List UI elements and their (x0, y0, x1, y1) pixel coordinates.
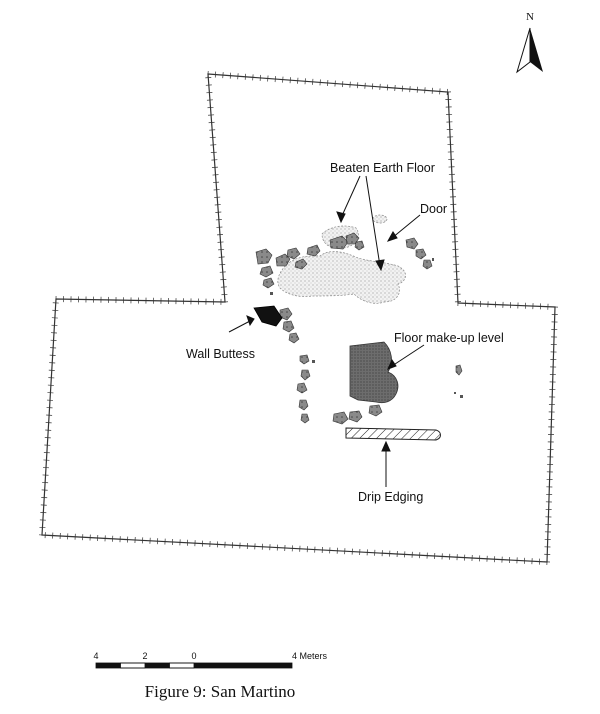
scale-tick-4-meters: 4 Meters (292, 651, 328, 661)
small-floor-patch (372, 214, 388, 224)
scale-tick-2: 2 (142, 651, 147, 661)
north-label: N (526, 11, 534, 23)
scale-tick-4-left: 4 (93, 651, 98, 661)
label-door: Door (420, 202, 447, 216)
rubble-fragments (270, 258, 463, 398)
label-drip-edging: Drip Edging (358, 490, 423, 504)
floor-makeup-level-feature (349, 341, 399, 404)
wall-buttess-feature (253, 305, 283, 327)
boundary-ticks (38, 70, 559, 566)
scale-bar: 4 2 0 4 Meters (93, 651, 328, 669)
beaten-earth-floor-feature (277, 251, 406, 304)
label-floor-makeup-level: Floor make-up level (394, 331, 504, 345)
drip-edging-feature (345, 427, 441, 441)
annotation-arrows (228, 175, 425, 487)
figure-caption: Figure 9: San Martino (144, 682, 296, 701)
stone-rubble (255, 232, 463, 425)
scale-tick-0: 0 (191, 651, 196, 661)
excavation-boundary (41, 73, 556, 563)
label-beaten-earth-floor: Beaten Earth Floor (330, 161, 435, 175)
north-arrow-icon (516, 27, 543, 74)
label-wall-buttess: Wall Buttess (186, 347, 255, 361)
north-arrow: N (516, 11, 543, 74)
